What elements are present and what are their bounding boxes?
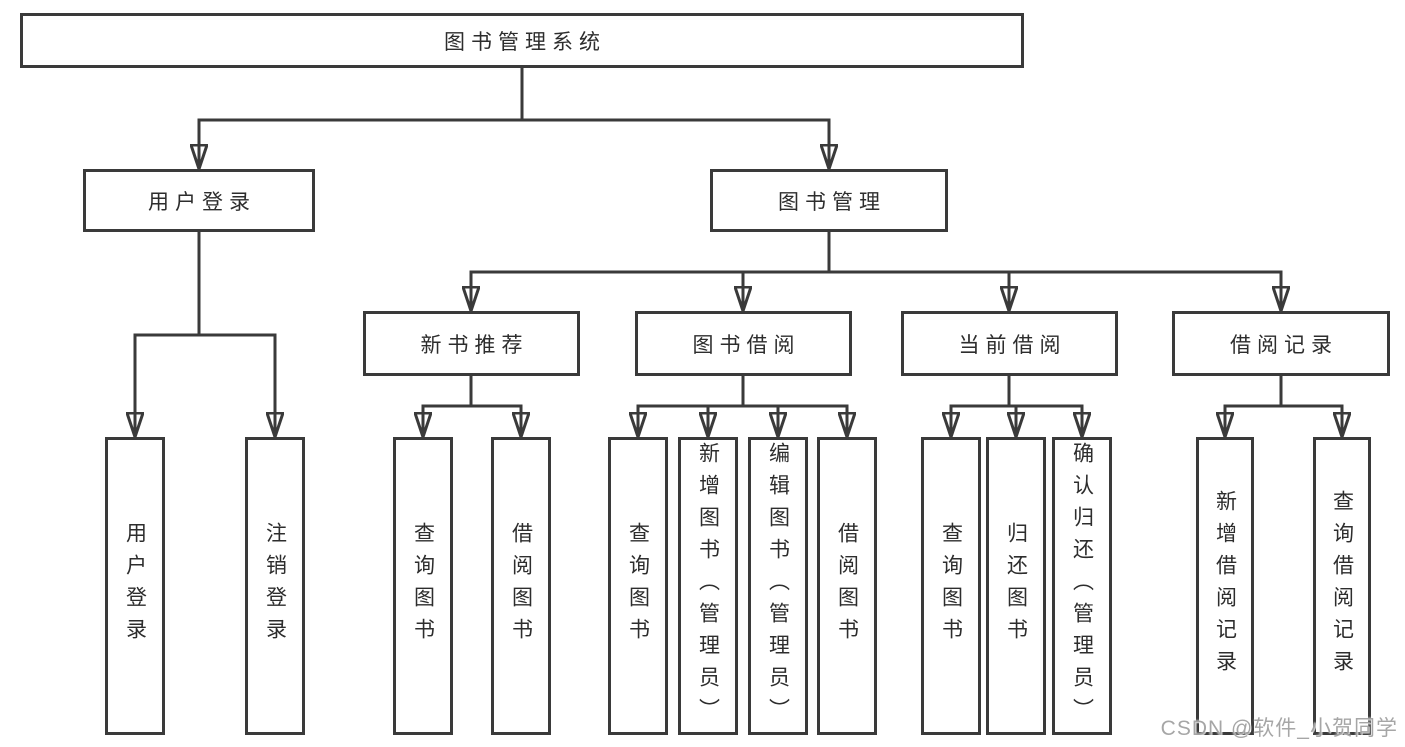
node-leaf-confirm-return-admin: 确认归还（管理员）	[1052, 437, 1112, 735]
node-leaf-user-login-label: 用户登录	[123, 522, 147, 650]
edges-book-borrow	[638, 376, 847, 437]
edges-user-login	[135, 232, 275, 437]
node-leaf-add-borrow-record-label: 新增借阅记录	[1213, 490, 1237, 682]
node-leaf-borrow-books-recommend-label: 借阅图书	[509, 522, 533, 650]
node-leaf-add-borrow-record: 新增借阅记录	[1196, 437, 1254, 735]
node-book-management: 图书管理	[710, 169, 948, 232]
node-leaf-edit-book-admin: 编辑图书（管理员）	[748, 437, 808, 735]
node-leaf-query-books-borrow-label: 查询图书	[626, 522, 650, 650]
edges-root	[199, 68, 829, 169]
node-leaf-user-login: 用户登录	[105, 437, 165, 735]
edges-current-borrow	[951, 376, 1082, 437]
node-leaf-query-books-current: 查询图书	[921, 437, 981, 735]
node-leaf-query-books-recommend-label: 查询图书	[411, 522, 435, 650]
node-leaf-add-book-admin: 新增图书（管理员）	[678, 437, 738, 735]
node-leaf-query-borrow-record: 查询借阅记录	[1313, 437, 1371, 735]
node-borrow-record: 借阅记录	[1172, 311, 1390, 376]
edges-new-book-recommend	[423, 376, 521, 437]
node-leaf-add-book-admin-label: 新增图书（管理员）	[696, 442, 720, 730]
node-leaf-edit-book-admin-label: 编辑图书（管理员）	[766, 442, 790, 730]
node-current-borrow: 当前借阅	[901, 311, 1118, 376]
node-leaf-return-book: 归还图书	[986, 437, 1046, 735]
node-leaf-logout: 注销登录	[245, 437, 305, 735]
node-leaf-query-books-borrow: 查询图书	[608, 437, 668, 735]
node-leaf-borrow-books-recommend: 借阅图书	[491, 437, 551, 735]
node-leaf-borrow-books-label: 借阅图书	[835, 522, 859, 650]
node-leaf-query-books-recommend: 查询图书	[393, 437, 453, 735]
edges-borrow-record	[1225, 376, 1342, 437]
node-leaf-borrow-books: 借阅图书	[817, 437, 877, 735]
node-user-login: 用户登录	[83, 169, 315, 232]
node-new-book-recommend: 新书推荐	[363, 311, 580, 376]
node-leaf-return-book-label: 归还图书	[1004, 522, 1028, 650]
csdn-watermark: CSDN @软件_小贺同学	[1160, 717, 1398, 740]
node-leaf-query-books-current-label: 查询图书	[939, 522, 963, 650]
edges-book-management	[471, 232, 1281, 311]
node-leaf-logout-label: 注销登录	[263, 522, 287, 650]
node-leaf-confirm-return-admin-label: 确认归还（管理员）	[1070, 442, 1094, 730]
node-leaf-query-borrow-record-label: 查询借阅记录	[1330, 490, 1354, 682]
node-book-borrow: 图书借阅	[635, 311, 852, 376]
node-root: 图书管理系统	[20, 13, 1024, 68]
